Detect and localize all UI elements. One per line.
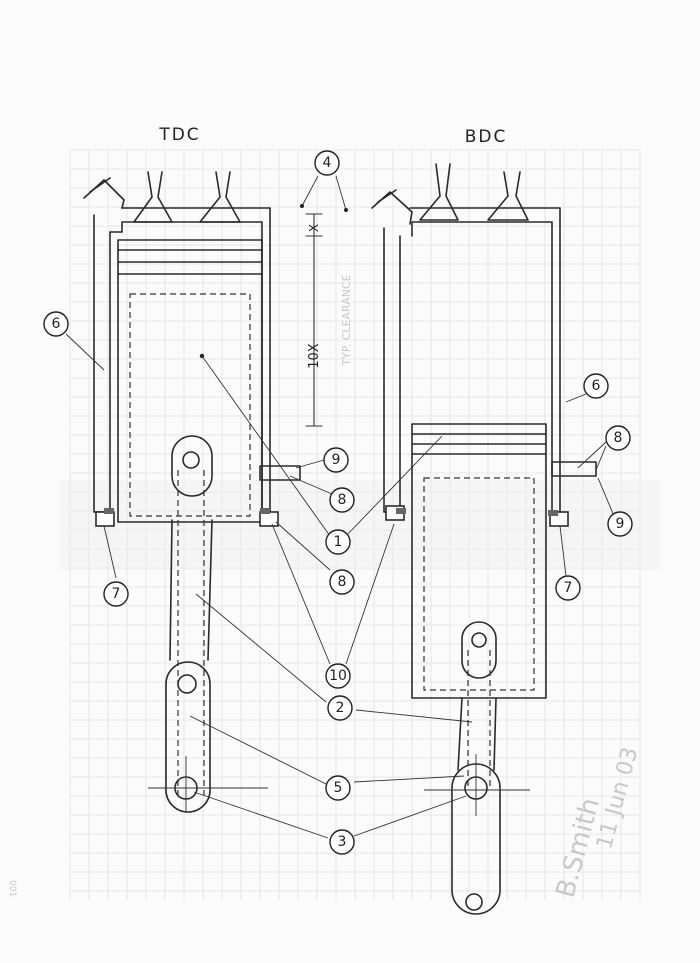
svg-text:4: 4 bbox=[323, 155, 332, 171]
callout-2: 2 bbox=[327, 695, 353, 721]
side-date: 11 Jun 03 bbox=[592, 745, 643, 852]
tdc-valve-right bbox=[199, 171, 241, 223]
bdc-engine bbox=[371, 163, 597, 915]
callout-6-left: 6 bbox=[43, 311, 69, 337]
svg-text:8: 8 bbox=[614, 430, 623, 446]
leader-lines bbox=[65, 175, 615, 839]
svg-text:6: 6 bbox=[592, 378, 601, 394]
bdc-heading: BDC bbox=[465, 127, 508, 147]
tdc-crank-arm bbox=[165, 661, 211, 813]
bdc-valve-right bbox=[487, 171, 529, 221]
callout-1: 1 bbox=[325, 529, 351, 555]
bdc-intake-port bbox=[371, 191, 413, 225]
svg-text:8: 8 bbox=[338, 574, 347, 590]
bdc-cylinder-wall-right bbox=[411, 207, 561, 513]
typ-note: TYP. CLEARANCE bbox=[340, 274, 353, 366]
bdc-rod bbox=[457, 697, 497, 771]
tdc-seal-right bbox=[259, 511, 279, 527]
margin-number: 001 bbox=[7, 880, 17, 897]
svg-text:2: 2 bbox=[336, 700, 345, 716]
callout-7-left: 7 bbox=[103, 581, 129, 607]
svg-text:9: 9 bbox=[616, 516, 625, 532]
tdc-engine bbox=[83, 171, 301, 813]
callout-4: 4 bbox=[314, 150, 340, 176]
dim-10x-label: 10X bbox=[307, 343, 322, 369]
tdc-piston bbox=[117, 239, 263, 523]
callout-9-right: 9 bbox=[607, 511, 633, 537]
tape-band bbox=[60, 480, 660, 570]
callout-8-right: 8 bbox=[605, 425, 631, 451]
callout-9-left: 9 bbox=[323, 447, 349, 473]
svg-text:8: 8 bbox=[338, 492, 347, 508]
tdc-wrist-pin bbox=[182, 451, 200, 469]
tdc-rod bbox=[169, 519, 213, 661]
tdc-cylinder-wall-left bbox=[93, 214, 111, 513]
tdc-intake-port-line bbox=[89, 177, 111, 193]
bdc-valve-left bbox=[419, 163, 459, 221]
callout-8-left-upper: 8 bbox=[329, 487, 355, 513]
tdc-heading: TDC bbox=[158, 125, 200, 145]
svg-text:10: 10 bbox=[329, 668, 347, 684]
callout-7-right: 7 bbox=[555, 575, 581, 601]
tdc-intake-port bbox=[83, 179, 125, 209]
bdc-cylinder-wall-left bbox=[383, 227, 401, 513]
dimension-clearance: X 10X TYP. CLEARANCE bbox=[305, 213, 353, 427]
callout-10: 10 bbox=[325, 663, 351, 689]
svg-text:5: 5 bbox=[334, 780, 343, 796]
callout-6-right: 6 bbox=[583, 373, 609, 399]
bdc-piston bbox=[411, 423, 547, 699]
bdc-oil-port bbox=[551, 461, 597, 477]
bdc-piston-interior bbox=[423, 477, 535, 691]
svg-text:7: 7 bbox=[564, 580, 573, 596]
background-grid bbox=[69, 149, 641, 900]
callout-5: 5 bbox=[325, 775, 351, 801]
svg-text:7: 7 bbox=[112, 586, 121, 602]
tdc-small-end bbox=[171, 435, 213, 497]
callout-8-left-lower: 8 bbox=[329, 569, 355, 595]
svg-text:6: 6 bbox=[52, 316, 61, 332]
tdc-seal-left bbox=[95, 511, 115, 527]
dim-x-label: X bbox=[307, 224, 321, 232]
svg-text:9: 9 bbox=[332, 452, 341, 468]
bdc-wrist-pin bbox=[471, 632, 487, 648]
callout-3: 3 bbox=[329, 829, 355, 855]
tdc-valve-left bbox=[133, 171, 173, 223]
svg-text:1: 1 bbox=[334, 534, 343, 550]
bdc-small-end bbox=[461, 621, 497, 679]
tdc-piston-interior bbox=[129, 293, 251, 517]
svg-text:3: 3 bbox=[338, 834, 347, 850]
